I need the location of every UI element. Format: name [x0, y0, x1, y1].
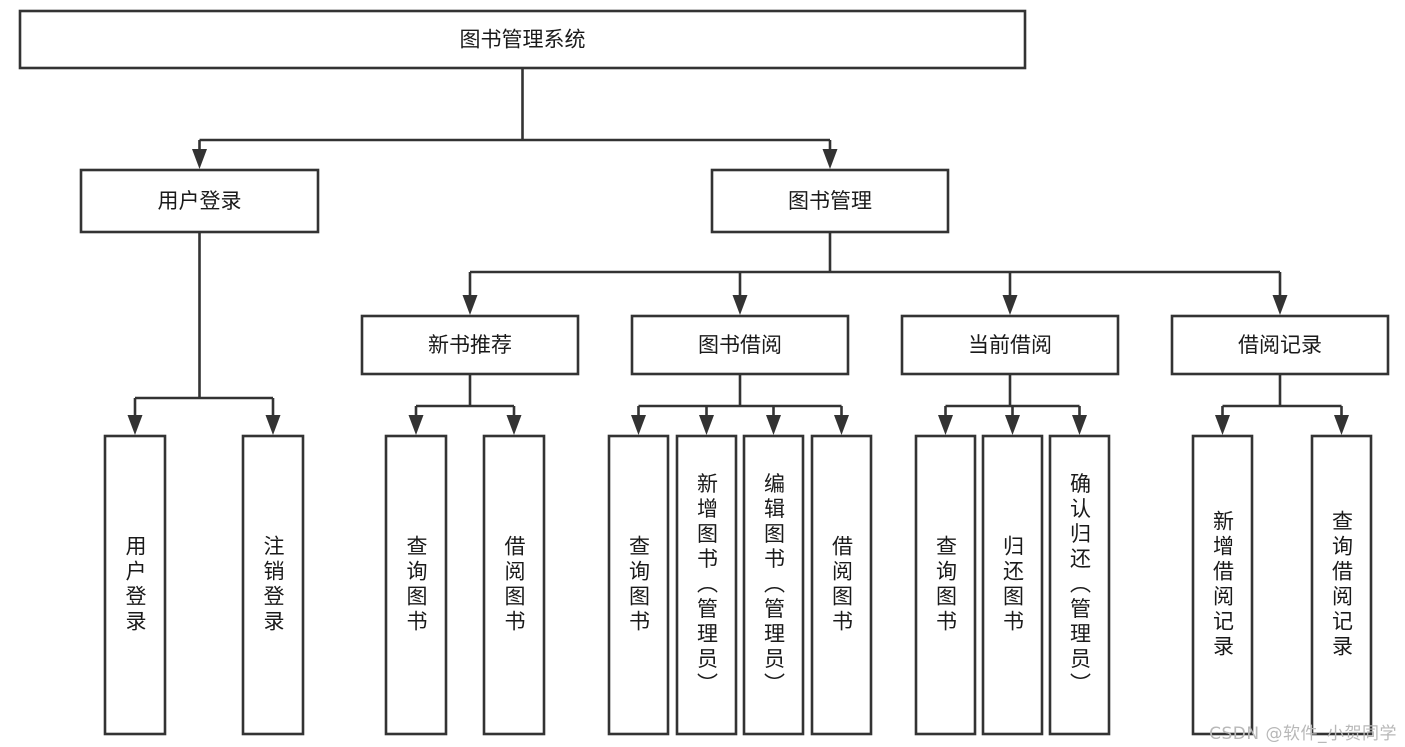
node-label: 查询借阅记录 [1330, 510, 1354, 660]
node-leaf_11[interactable]: 新增借阅记录 [1191, 434, 1254, 736]
node-label: 借阅记录 [1238, 333, 1322, 357]
node-root[interactable]: 图书管理系统 [18, 9, 1027, 70]
node-label: 图书管理 [788, 189, 872, 213]
node-l2_1[interactable]: 图书借阅 [630, 314, 850, 376]
node-leaf_2[interactable]: 查询图书 [384, 434, 448, 736]
node-label: 新增图书（管理员） [695, 473, 719, 698]
node-leaf_7[interactable]: 借阅图书 [810, 434, 873, 736]
node-label: 当前借阅 [968, 333, 1052, 357]
node-label: 查询图书 [934, 535, 958, 635]
node-leaf_4[interactable]: 查询图书 [607, 434, 670, 736]
node-label: 归还图书 [1001, 535, 1025, 635]
connector-group-root [192, 68, 838, 169]
node-leaf_3[interactable]: 借阅图书 [482, 434, 546, 736]
node-l2_2[interactable]: 当前借阅 [900, 314, 1120, 376]
node-label: 新书推荐 [428, 333, 512, 357]
connector-group-l2_2 [938, 374, 1087, 435]
node-label: 新增借阅记录 [1211, 510, 1235, 660]
node-l2_3[interactable]: 借阅记录 [1170, 314, 1390, 376]
connector-group-l2_0 [408, 374, 522, 435]
node-label: 图书管理系统 [460, 28, 586, 52]
node-label: 查询图书 [627, 535, 651, 635]
node-label: 确认归还（管理员） [1068, 473, 1092, 698]
node-label: 图书借阅 [698, 333, 782, 357]
node-leaf_8[interactable]: 查询图书 [914, 434, 977, 736]
connector-group-l1_1 [462, 232, 1288, 315]
node-l1_0[interactable]: 用户登录 [79, 168, 320, 234]
node-l2_0[interactable]: 新书推荐 [360, 314, 580, 376]
node-leaf_10[interactable]: 确认归还（管理员） [1048, 434, 1111, 736]
node-label: 查询图书 [404, 535, 428, 635]
node-layer: 图书管理系统用户登录图书管理新书推荐图书借阅当前借阅借阅记录用户登录注销登录查询… [18, 9, 1390, 736]
node-leaf_1[interactable]: 注销登录 [241, 434, 305, 736]
node-l1_1[interactable]: 图书管理 [710, 168, 950, 234]
node-leaf_5[interactable]: 新增图书（管理员） [675, 434, 738, 736]
node-label: 用户登录 [158, 189, 242, 213]
node-leaf_6[interactable]: 编辑图书（管理员） [742, 434, 805, 736]
node-label: 用户登录 [123, 535, 147, 635]
connector-layer [127, 68, 1349, 435]
node-leaf_9[interactable]: 归还图书 [981, 434, 1044, 736]
node-label: 借阅图书 [830, 535, 854, 635]
connector-group-l1_0 [127, 232, 281, 435]
node-label: 借阅图书 [502, 535, 526, 635]
node-leaf_12[interactable]: 查询借阅记录 [1310, 434, 1373, 736]
connector-group-l2_1 [631, 374, 849, 435]
node-label: 注销登录 [261, 535, 285, 635]
connector-group-l2_3 [1215, 374, 1349, 435]
node-label: 编辑图书（管理员） [762, 473, 786, 698]
node-leaf_0[interactable]: 用户登录 [103, 434, 167, 736]
